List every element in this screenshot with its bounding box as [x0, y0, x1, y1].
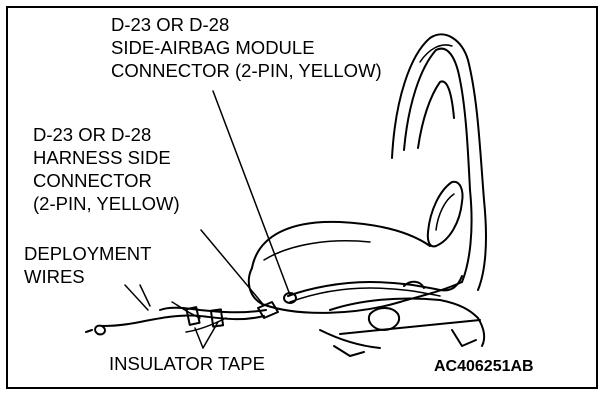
label-line: D-23 OR D-28 — [33, 124, 152, 145]
label-deployment-wires: DEPLOYMENT WIRES — [24, 242, 151, 288]
figure-code: AC406251AB — [434, 358, 534, 375]
insulator-tape-2 — [209, 308, 225, 328]
seat-back-side-bolster — [461, 189, 473, 283]
deployment-wire-tip — [85, 329, 93, 333]
leader-deployment-wires-2 — [139, 284, 151, 307]
insulator-tape-1 — [185, 306, 201, 326]
seat-recliner-cover — [368, 307, 400, 331]
label-insulator-tape: INSULATOR TAPE — [109, 353, 265, 374]
vehicle-harness — [287, 275, 463, 297]
seat-back-inner-edge — [403, 47, 471, 191]
seat-rail-front — [319, 329, 381, 349]
side-airbag-pocket — [426, 180, 464, 248]
headrest-seam — [419, 44, 453, 63]
seat-leg-rear — [451, 329, 477, 347]
deployment-wire-a — [101, 314, 265, 327]
seat-cushion-front — [247, 267, 401, 314]
label-harness-connector: D-23 OR D-28 HARNESS SIDE CONNECTOR (2-P… — [33, 123, 180, 215]
deployment-wire-end — [94, 324, 106, 336]
leader-deployment-wires-1 — [124, 284, 149, 311]
label-line: D-23 OR D-28 — [111, 14, 230, 35]
label-line: CONNECTOR — [33, 170, 152, 191]
side-airbag-pocket-inner — [435, 193, 455, 231]
harness-side-connector — [257, 301, 279, 319]
seat-rail-base — [339, 319, 481, 335]
label-line: (2-PIN, YELLOW) — [33, 193, 180, 214]
label-line: CONNECTOR (2-PIN, YELLOW) — [111, 60, 382, 81]
seat-back-outline — [391, 33, 487, 291]
seat-cushion-edge — [263, 240, 371, 261]
label-line: SIDE-AIRBAG MODULE — [111, 37, 315, 58]
seat-back-panel — [417, 80, 455, 149]
label-line: DEPLOYMENT — [24, 243, 152, 264]
seat-leg-front — [333, 345, 365, 357]
label-line: WIRES — [24, 266, 85, 287]
label-module-connector: D-23 OR D-28 SIDE-AIRBAG MODULE CONNECTO… — [111, 13, 382, 82]
leader-module-connector — [212, 90, 291, 296]
deployment-wire-b — [159, 306, 267, 314]
label-line: HARNESS SIDE — [33, 147, 171, 168]
vehicle-harness-2 — [289, 287, 441, 303]
leader-insulator-tape-1 — [194, 327, 204, 349]
seat-cushion-top — [251, 220, 431, 269]
deployment-wire-c — [171, 301, 201, 319]
seat-frame-side — [329, 297, 479, 319]
leader-harness-connector — [200, 229, 263, 304]
seat-rail-rear — [477, 317, 486, 347]
